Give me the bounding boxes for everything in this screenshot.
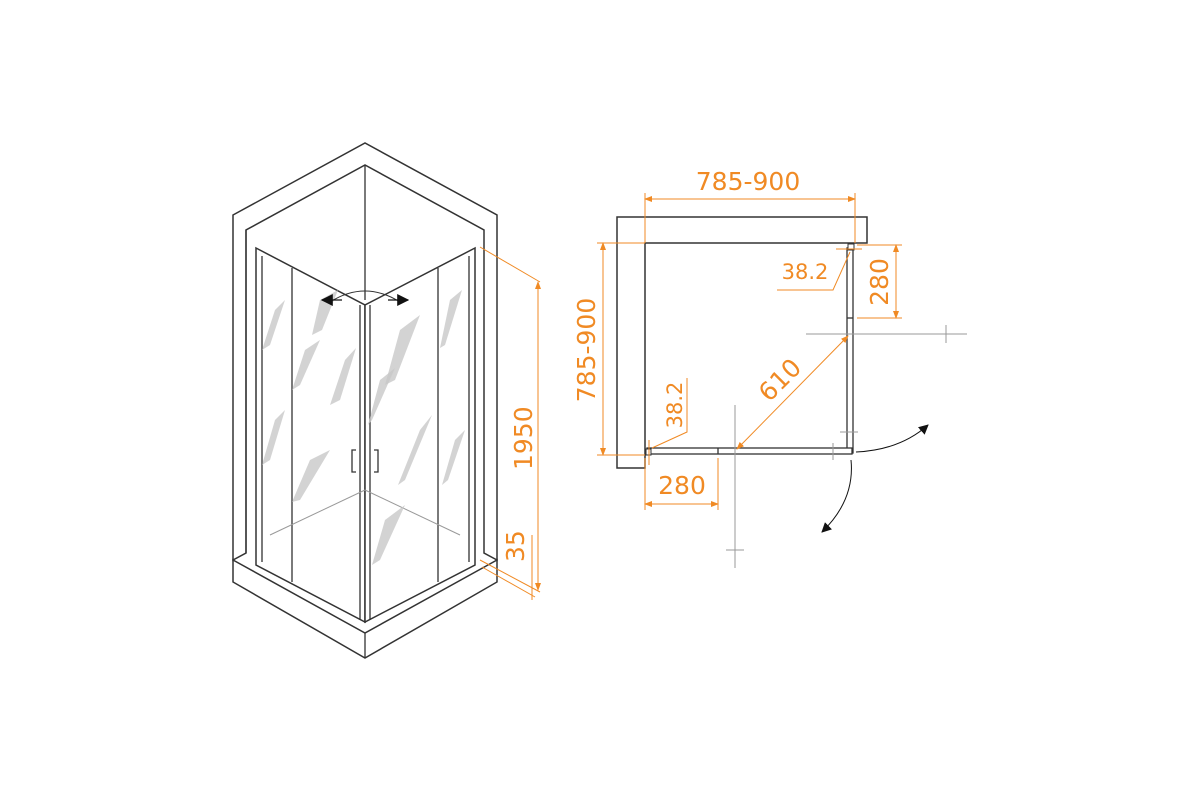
shower-tray: [232, 558, 498, 659]
door-swing-arrows-icon: [320, 290, 410, 306]
fixed-bottom-label: 280: [658, 471, 706, 500]
plan-walls: [616, 216, 868, 469]
height-label: 1950: [509, 406, 538, 470]
depth-label: 785-900: [572, 298, 601, 402]
walls: [232, 142, 498, 562]
open-door-right: [806, 325, 967, 433]
base-height-label: 35: [501, 530, 530, 562]
door-handles: [351, 449, 379, 473]
fixed-right-label: 280: [865, 258, 894, 306]
profile-left-label: 38.2: [663, 382, 687, 429]
profile-top-label: 38.2: [782, 260, 829, 284]
door-swing-arrows-icon: [821, 424, 929, 533]
open-door-bottom: [726, 405, 834, 568]
door-opening-label: 610: [753, 353, 807, 407]
plan-dimensions: 785-900 785-900 280 280 610 38.2 38.2: [572, 167, 902, 510]
width-label: 785-900: [696, 167, 800, 196]
glass-panels: [255, 246, 476, 624]
height-dimension: 1950 35: [479, 246, 541, 600]
isometric-view: 1950 35: [232, 142, 541, 659]
plan-view: 785-900 785-900 280 280 610 38.2 38.2: [572, 167, 967, 568]
